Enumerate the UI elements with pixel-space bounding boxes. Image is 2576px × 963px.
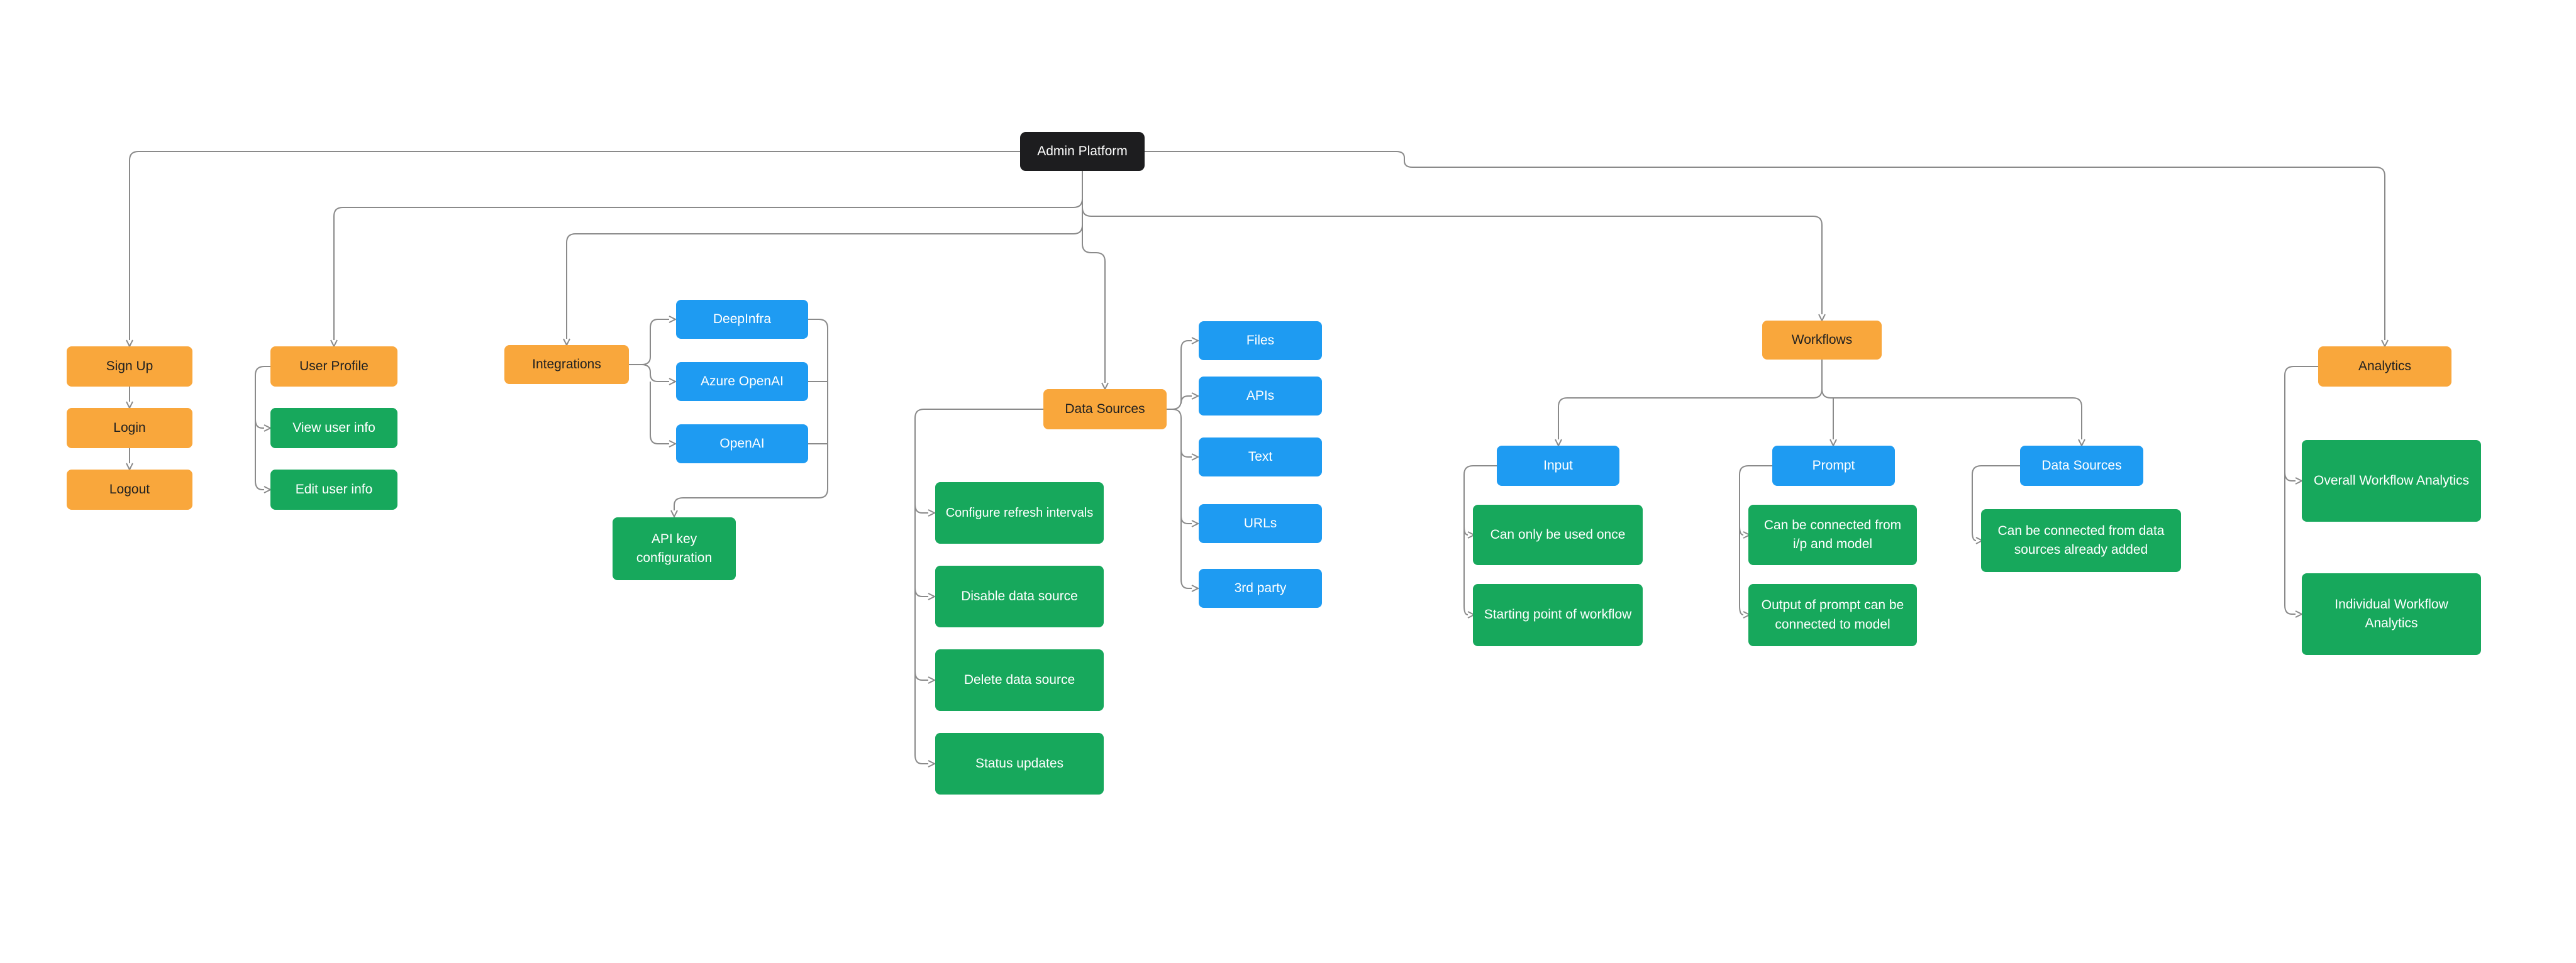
node-text[interactable]: Text — [1199, 437, 1322, 476]
node-data-sources[interactable]: Data Sources — [1043, 389, 1167, 429]
edge-admin-analytics — [1145, 151, 2385, 340]
node-delete-data-source[interactable]: Delete data source — [935, 649, 1104, 711]
edge-integrations-deepinfra — [641, 319, 669, 365]
node-analytics[interactable]: Analytics — [2318, 346, 2451, 387]
node-connected-from-ip-and-model[interactable]: Can be connected from i/p and model — [1748, 505, 1917, 565]
node-output-of-prompt[interactable]: Output of prompt can be connected to mod… — [1748, 584, 1917, 646]
node-can-only-be-used-once[interactable]: Can only be used once — [1473, 505, 1643, 565]
node-overall-workflow-analytics[interactable]: Overall Workflow Analytics — [2302, 440, 2481, 522]
edge-ds2-connected — [1972, 465, 2020, 541]
edge-userprofile-rail — [255, 366, 270, 490]
node-connected-from-data-sources[interactable]: Can be connected from data sources alrea… — [1981, 509, 2181, 572]
node-individual-workflow-analytics[interactable]: Individual Workflow Analytics — [2302, 573, 2481, 655]
edge-analytics-rail — [2284, 366, 2318, 614]
edge-admin-integrations — [567, 224, 1083, 339]
edge-ds-files — [1167, 341, 1192, 410]
edge-ds-apis — [1180, 396, 1192, 404]
edge-input-rail — [1463, 465, 1497, 615]
node-files[interactable]: Files — [1199, 321, 1322, 360]
edge-admin-signup — [130, 151, 1020, 340]
node-workflows[interactable]: Workflows — [1762, 321, 1882, 360]
edge-admin-data-sources — [1082, 243, 1105, 383]
node-azure-openai[interactable]: Azure OpenAI — [676, 362, 808, 401]
edge-ds-disable — [914, 587, 928, 597]
node-3rd-party[interactable]: 3rd party — [1199, 569, 1322, 608]
node-integrations[interactable]: Integrations — [504, 345, 629, 384]
edge-deepinfra-rail — [808, 319, 828, 489]
node-openai[interactable]: OpenAI — [676, 424, 808, 463]
edge-prompt-connected — [1739, 526, 1743, 535]
edge-integrations-azure — [641, 364, 669, 382]
node-configure-refresh-intervals[interactable]: Configure refresh intervals — [935, 482, 1104, 544]
node-api-key-configuration[interactable]: API key configuration — [613, 517, 736, 580]
edge-ds-text — [1180, 449, 1192, 457]
edge-ds-configure — [914, 504, 928, 513]
node-sign-up[interactable]: Sign Up — [67, 346, 192, 387]
edge-workflows-input — [1558, 388, 1823, 439]
edge-input-once — [1463, 526, 1468, 535]
node-edit-user-info[interactable]: Edit user info — [270, 470, 397, 510]
node-disable-data-source[interactable]: Disable data source — [935, 566, 1104, 627]
edge-integrations-openai — [650, 382, 669, 444]
node-status-updates[interactable]: Status updates — [935, 733, 1104, 795]
node-logout[interactable]: Logout — [67, 470, 192, 510]
node-apis[interactable]: APIs — [1199, 377, 1322, 415]
node-workflow-data-sources[interactable]: Data Sources — [2020, 446, 2143, 486]
edge-userprofile-view — [255, 419, 264, 428]
edge-ds-urls — [1180, 515, 1192, 524]
node-starting-point-of-workflow[interactable]: Starting point of workflow — [1473, 584, 1643, 646]
edge-admin-user-profile — [334, 198, 1083, 340]
node-prompt[interactable]: Prompt — [1772, 446, 1895, 486]
node-admin-platform[interactable]: Admin Platform — [1020, 132, 1145, 171]
node-urls[interactable]: URLs — [1199, 504, 1322, 543]
node-login[interactable]: Login — [67, 408, 192, 448]
edge-ds-delete — [914, 671, 928, 680]
node-view-user-info[interactable]: View user info — [270, 408, 397, 448]
node-user-profile[interactable]: User Profile — [270, 346, 397, 387]
edge-ds-thirdparty — [1172, 409, 1192, 588]
edge-prompt-rail — [1739, 465, 1772, 615]
edge-ds-left-rail — [914, 409, 1043, 764]
node-deepinfra[interactable]: DeepInfra — [676, 300, 808, 339]
node-input[interactable]: Input — [1497, 446, 1619, 486]
edge-workflows-ds2 — [1821, 388, 2082, 439]
edge-admin-workflows — [1082, 207, 1822, 314]
edge-analytics-overall — [2284, 471, 2296, 481]
edge-rail-apikey — [674, 488, 828, 510]
